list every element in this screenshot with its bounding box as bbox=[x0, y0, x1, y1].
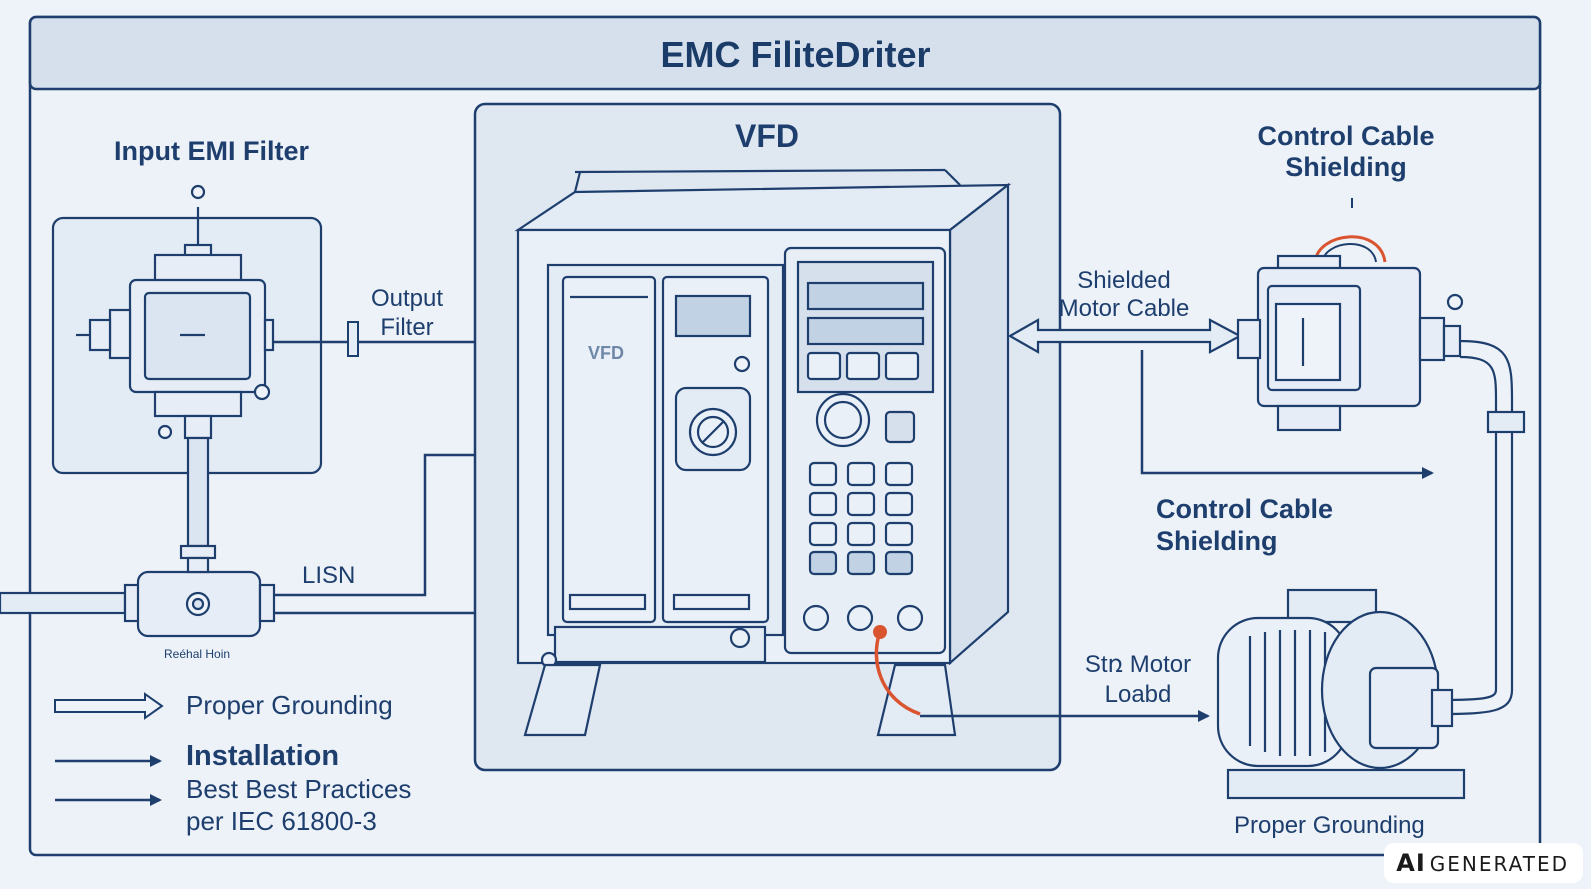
legend-grounding-label: Proper Grounding bbox=[186, 690, 393, 720]
control-cable-mid-line1: Control Cable bbox=[1156, 494, 1334, 524]
vfd-output-lead bbox=[874, 631, 921, 716]
vfd-drive-icon bbox=[514, 168, 1012, 737]
ai-badge-strong: AI bbox=[1396, 849, 1426, 877]
page-title: EMC FiliteDriter bbox=[660, 34, 931, 75]
legend-best-practices: Best Best Practices bbox=[186, 774, 412, 804]
vfd-panel-label: VFD bbox=[588, 343, 624, 363]
motor-icon bbox=[1216, 588, 1466, 800]
motor-load-label: Stռ Motor Loabd bbox=[1068, 650, 1208, 710]
lisn-feed-line bbox=[274, 453, 515, 597]
motor-load-line2: Loabd bbox=[1104, 681, 1172, 708]
output-filter-label: Output Filter bbox=[352, 284, 462, 342]
control-cable-branch bbox=[1140, 350, 1434, 479]
output-filter-label-line2: Filter bbox=[380, 314, 434, 341]
vfd-title: VFD bbox=[735, 118, 799, 154]
control-cable-top-line2: Shielding bbox=[1285, 152, 1407, 182]
control-cable-mid-line2: Shielding bbox=[1156, 526, 1278, 556]
shielded-motor-cable-line2: Motor Cable bbox=[1058, 295, 1190, 322]
proper-grounding-bottom-label: Proper Grounding bbox=[1234, 812, 1425, 839]
shielded-motor-cable-label: Shielded Motor Cable bbox=[1044, 267, 1204, 323]
lisn-icon bbox=[0, 556, 276, 638]
title-bar bbox=[28, 15, 1542, 91]
control-cable-shielding-mid-label: Control Cable Shielding bbox=[1156, 493, 1333, 557]
shielded-motor-cable-line1: Shielded bbox=[1077, 267, 1171, 294]
input-emi-filter-label: Input EMI Filter bbox=[114, 136, 309, 166]
shielded-connector-icon bbox=[1236, 235, 1526, 716]
legend-iec-standard: per IEC 61800-3 bbox=[186, 806, 377, 836]
ai-badge-text: GENERATED bbox=[1429, 852, 1569, 876]
lisn-caption: Reéhal Hoin bbox=[164, 647, 231, 661]
lisn-label: LISN bbox=[302, 562, 356, 589]
legend-installation-heading: Installation bbox=[186, 740, 340, 772]
motor-load-line1: Stռ Motor bbox=[1084, 651, 1192, 678]
control-cable-top-line1: Control Cable bbox=[1257, 121, 1435, 151]
output-filter-label-line1: Output bbox=[370, 285, 444, 312]
control-cable-shielding-top-label: Control Cable Shielding bbox=[1236, 121, 1456, 183]
legend-hollow-arrow bbox=[54, 692, 164, 720]
output-filter-connector bbox=[347, 321, 359, 357]
emi-filter-icon bbox=[51, 184, 323, 560]
